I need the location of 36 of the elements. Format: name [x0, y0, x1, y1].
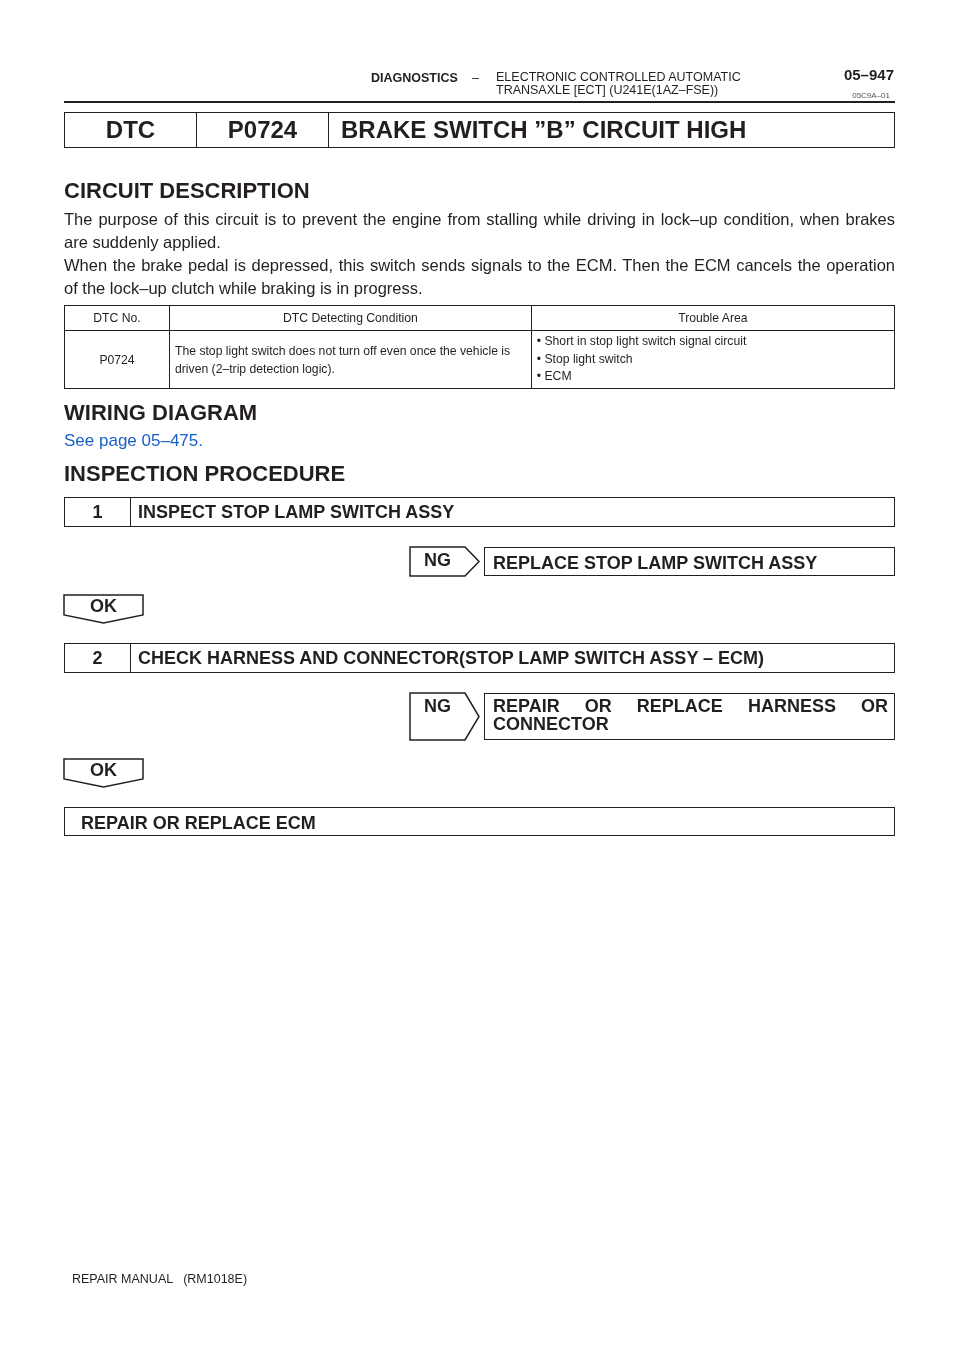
step-title: INSPECT STOP LAMP SWITCH ASSY	[137, 501, 455, 523]
table-header: DTC No.	[93, 311, 141, 325]
table-cell-text: The stop light switch does not turn off even once the vehicle is driven (2–trip detection logic).	[175, 342, 512, 378]
section-heading: INSPECTION PROCEDURE	[64, 461, 346, 487]
paragraph: The purpose of this circuit is to prevent the engine from stalling while driving in lock–up condition, when brakes are suddenly applied.	[64, 209, 895, 253]
dtc-code: P0724	[227, 116, 298, 144]
dtc-title: BRAKE SWITCH ”B” CIRCUIT HIGH	[341, 116, 747, 144]
list-item: • Stop light switch	[536, 350, 634, 368]
step-number: 1	[92, 501, 103, 523]
step-number: 2	[92, 647, 103, 669]
result-arrow-tag: NG	[410, 693, 479, 740]
section-heading: CIRCUIT DESCRIPTION	[64, 178, 310, 204]
step-title: CHECK HARNESS AND CONNECTOR(STOP LAMP SWITCH ASSY – ECM)	[137, 647, 765, 669]
table-header: Trouble Area	[678, 311, 748, 325]
action-box: REPLACE STOP LAMP SWITCH ASSY	[484, 547, 895, 576]
section-heading: WIRING DIAGRAM	[64, 400, 258, 426]
result-arrow-tag: NG	[410, 547, 479, 576]
footer-text: REPAIR MANUAL (RM1018E)	[72, 1272, 248, 1286]
header-dash: –	[472, 71, 479, 85]
result-down-tag: OK	[64, 759, 143, 787]
dtc-label: DTC	[105, 116, 156, 144]
header-subtitle: ELECTRONIC CONTROLLED AUTOMATIC TRANSAXLE [ECT] (U241E(1AZ–FSE))	[496, 71, 742, 97]
header-section: DIAGNOSTICS	[371, 71, 458, 85]
list-item: • Short in stop light switch signal circuit	[536, 333, 748, 351]
table-cell-text: P0724	[99, 352, 135, 367]
list-item: • ECM	[536, 368, 573, 386]
table-header: DTC Detecting Condition	[283, 311, 418, 325]
code-text: 05C9A–01	[851, 91, 890, 100]
action-box: REPAIR OR REPLACE ECM	[64, 807, 895, 836]
paragraph: When the brake pedal is depressed, this switch sends signals to the ECM. Then the ECM cancels the operation of the lock–up clutch while braking is in progress.	[64, 255, 895, 299]
page-number: 05–947	[842, 66, 894, 83]
step-box	[64, 643, 895, 673]
result-down-tag: OK	[64, 595, 143, 623]
action-box: REPAIR OR REPLACE HARNESS OR CONNECTOR	[484, 693, 895, 740]
page-link: See page 05–475.	[64, 431, 203, 451]
step-box	[64, 497, 895, 527]
